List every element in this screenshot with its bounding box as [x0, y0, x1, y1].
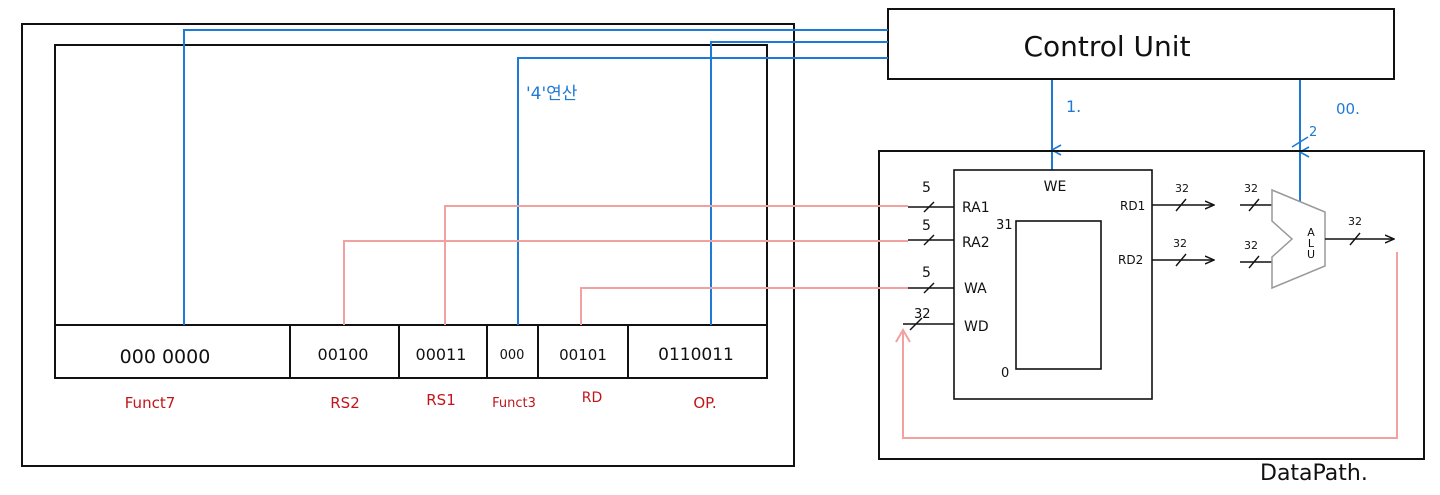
regfile-top-index: 31 [996, 218, 1013, 233]
regfile-ra2-label: RA2 [962, 235, 990, 251]
register-array [1015, 220, 1102, 370]
field-bits-funct7: 000 0000 [120, 346, 211, 368]
alu-input1-slash [1248, 198, 1260, 212]
alu-letter-l: L [1308, 237, 1315, 250]
rd1-width: 32 [1175, 182, 1189, 195]
rs1-to-ra1-wire [444, 205, 908, 325]
regfile-we-label: WE [1044, 179, 1067, 195]
regfile-ra1-label: RA1 [962, 200, 990, 216]
field-name-rs2: RS2 [330, 394, 360, 412]
alu-letter-a: A [1307, 226, 1315, 239]
writeback-wire [902, 252, 1398, 439]
field-bits-op: 0110011 [658, 345, 734, 365]
we-control-value: 1. [1066, 97, 1081, 116]
control-wire-funct7 [183, 29, 888, 325]
alu-control-width-slash [1291, 136, 1309, 148]
field-name-op: OP. [693, 394, 716, 412]
control-unit-label: Control Unit [1023, 30, 1190, 63]
alu-input2-width: 32 [1244, 239, 1258, 252]
control-wire-funct3 [517, 57, 888, 325]
control-unit-box [887, 8, 1395, 80]
alu-output-slash [1349, 232, 1361, 246]
writeback-arrowhead [895, 328, 911, 343]
alu-control-value: 00. [1336, 100, 1360, 118]
regfile-rd2-label: RD2 [1118, 253, 1143, 267]
field-bits-funct3: 000 [500, 348, 525, 363]
instruction-outer-frame [21, 23, 795, 467]
alu-shape [1271, 188, 1326, 290]
funct3-annotation: '4'연산 [526, 84, 578, 104]
datapath-title: DataPath. [1260, 461, 1368, 486]
alu-control-width: 2 [1309, 125, 1317, 140]
regfile-wd-label: WD [964, 319, 989, 335]
alu-input1-width: 32 [1244, 182, 1258, 195]
alu-input2-slash [1248, 255, 1260, 269]
field-name-rd: RD [582, 390, 603, 406]
field-name-funct7: Funct7 [125, 394, 176, 412]
rd2-width: 32 [1173, 237, 1187, 250]
datapath-frame [878, 150, 1425, 460]
field-name-rs1: RS1 [426, 391, 456, 409]
regfile-bottom-index: 0 [1001, 366, 1009, 381]
rd1-width-slash [1175, 198, 1187, 212]
field-bits-rs1: 00011 [416, 345, 467, 364]
field-bits-rs2: 00100 [318, 345, 369, 364]
regfile-wa-label: WA [964, 281, 987, 297]
alu-letter-u: U [1307, 248, 1315, 261]
register-file-box [953, 169, 1153, 400]
control-wire-op [710, 41, 888, 325]
field-bits-rd: 00101 [559, 346, 607, 364]
rd-to-wa-wire [580, 287, 908, 325]
rd2-width-slash [1175, 253, 1187, 267]
instruction-inner-frame [54, 44, 768, 379]
wa-width: 5 [922, 265, 931, 281]
alu-output-width: 32 [1348, 215, 1362, 228]
rs2-to-ra2-wire [343, 240, 908, 325]
ra2-width: 5 [922, 218, 931, 234]
wd-width: 32 [914, 307, 931, 322]
regfile-rd1-label: RD1 [1120, 199, 1145, 213]
field-name-funct3: Funct3 [492, 396, 536, 411]
ra1-width: 5 [922, 180, 931, 196]
